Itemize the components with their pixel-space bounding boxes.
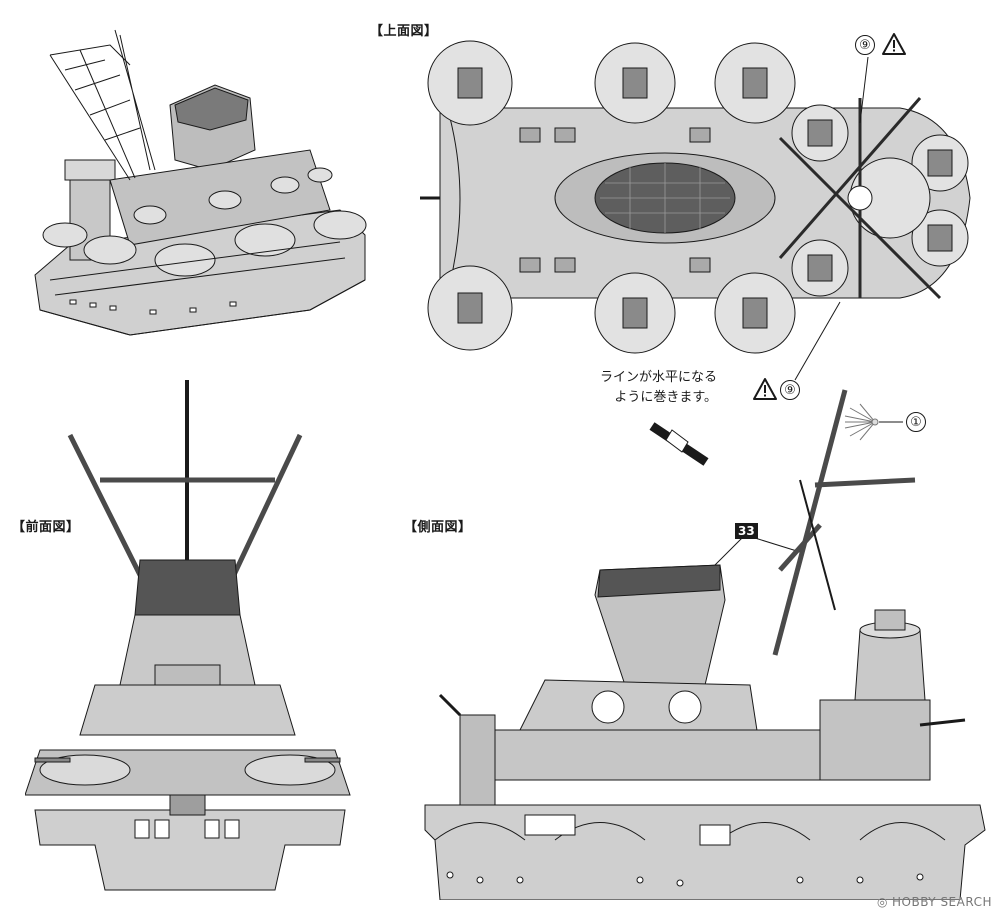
side-view-drawing [424,389,986,900]
part-33-leaders [709,537,801,571]
part-1-callout: ① [906,412,926,432]
part-9-callout-top: ⑨ [855,35,875,55]
thread-note-line-2: ように巻きます。 [614,390,718,405]
side-view-label: 【側面図】 [404,520,472,535]
perspective-view-drawing [34,29,367,336]
watermark-logo-icon: ◎ [877,895,889,909]
top-view-drawing [420,40,971,354]
part-33-callout: 33 [735,523,758,539]
top-view-label: 【上面図】 [370,24,438,39]
warning-icon [753,378,777,400]
part-9-leader-bottom [794,301,841,381]
thread-note: ラインが水平になる ように巻きます。 [600,368,717,408]
thread-wrap-diagram [649,422,709,466]
part-9-leader-top [859,56,869,124]
thread-note-line-1: ラインが水平になる [600,370,718,385]
warning-icon [882,33,906,55]
front-view-drawing [25,380,351,891]
flag-part-drawing [844,403,903,441]
front-view-label: 【前面図】 [12,520,80,535]
watermark: ◎ HOBBY SEARCH [877,895,992,909]
part-9-callout-bottom: ⑨ [780,380,800,400]
watermark-text: HOBBY SEARCH [892,895,992,909]
